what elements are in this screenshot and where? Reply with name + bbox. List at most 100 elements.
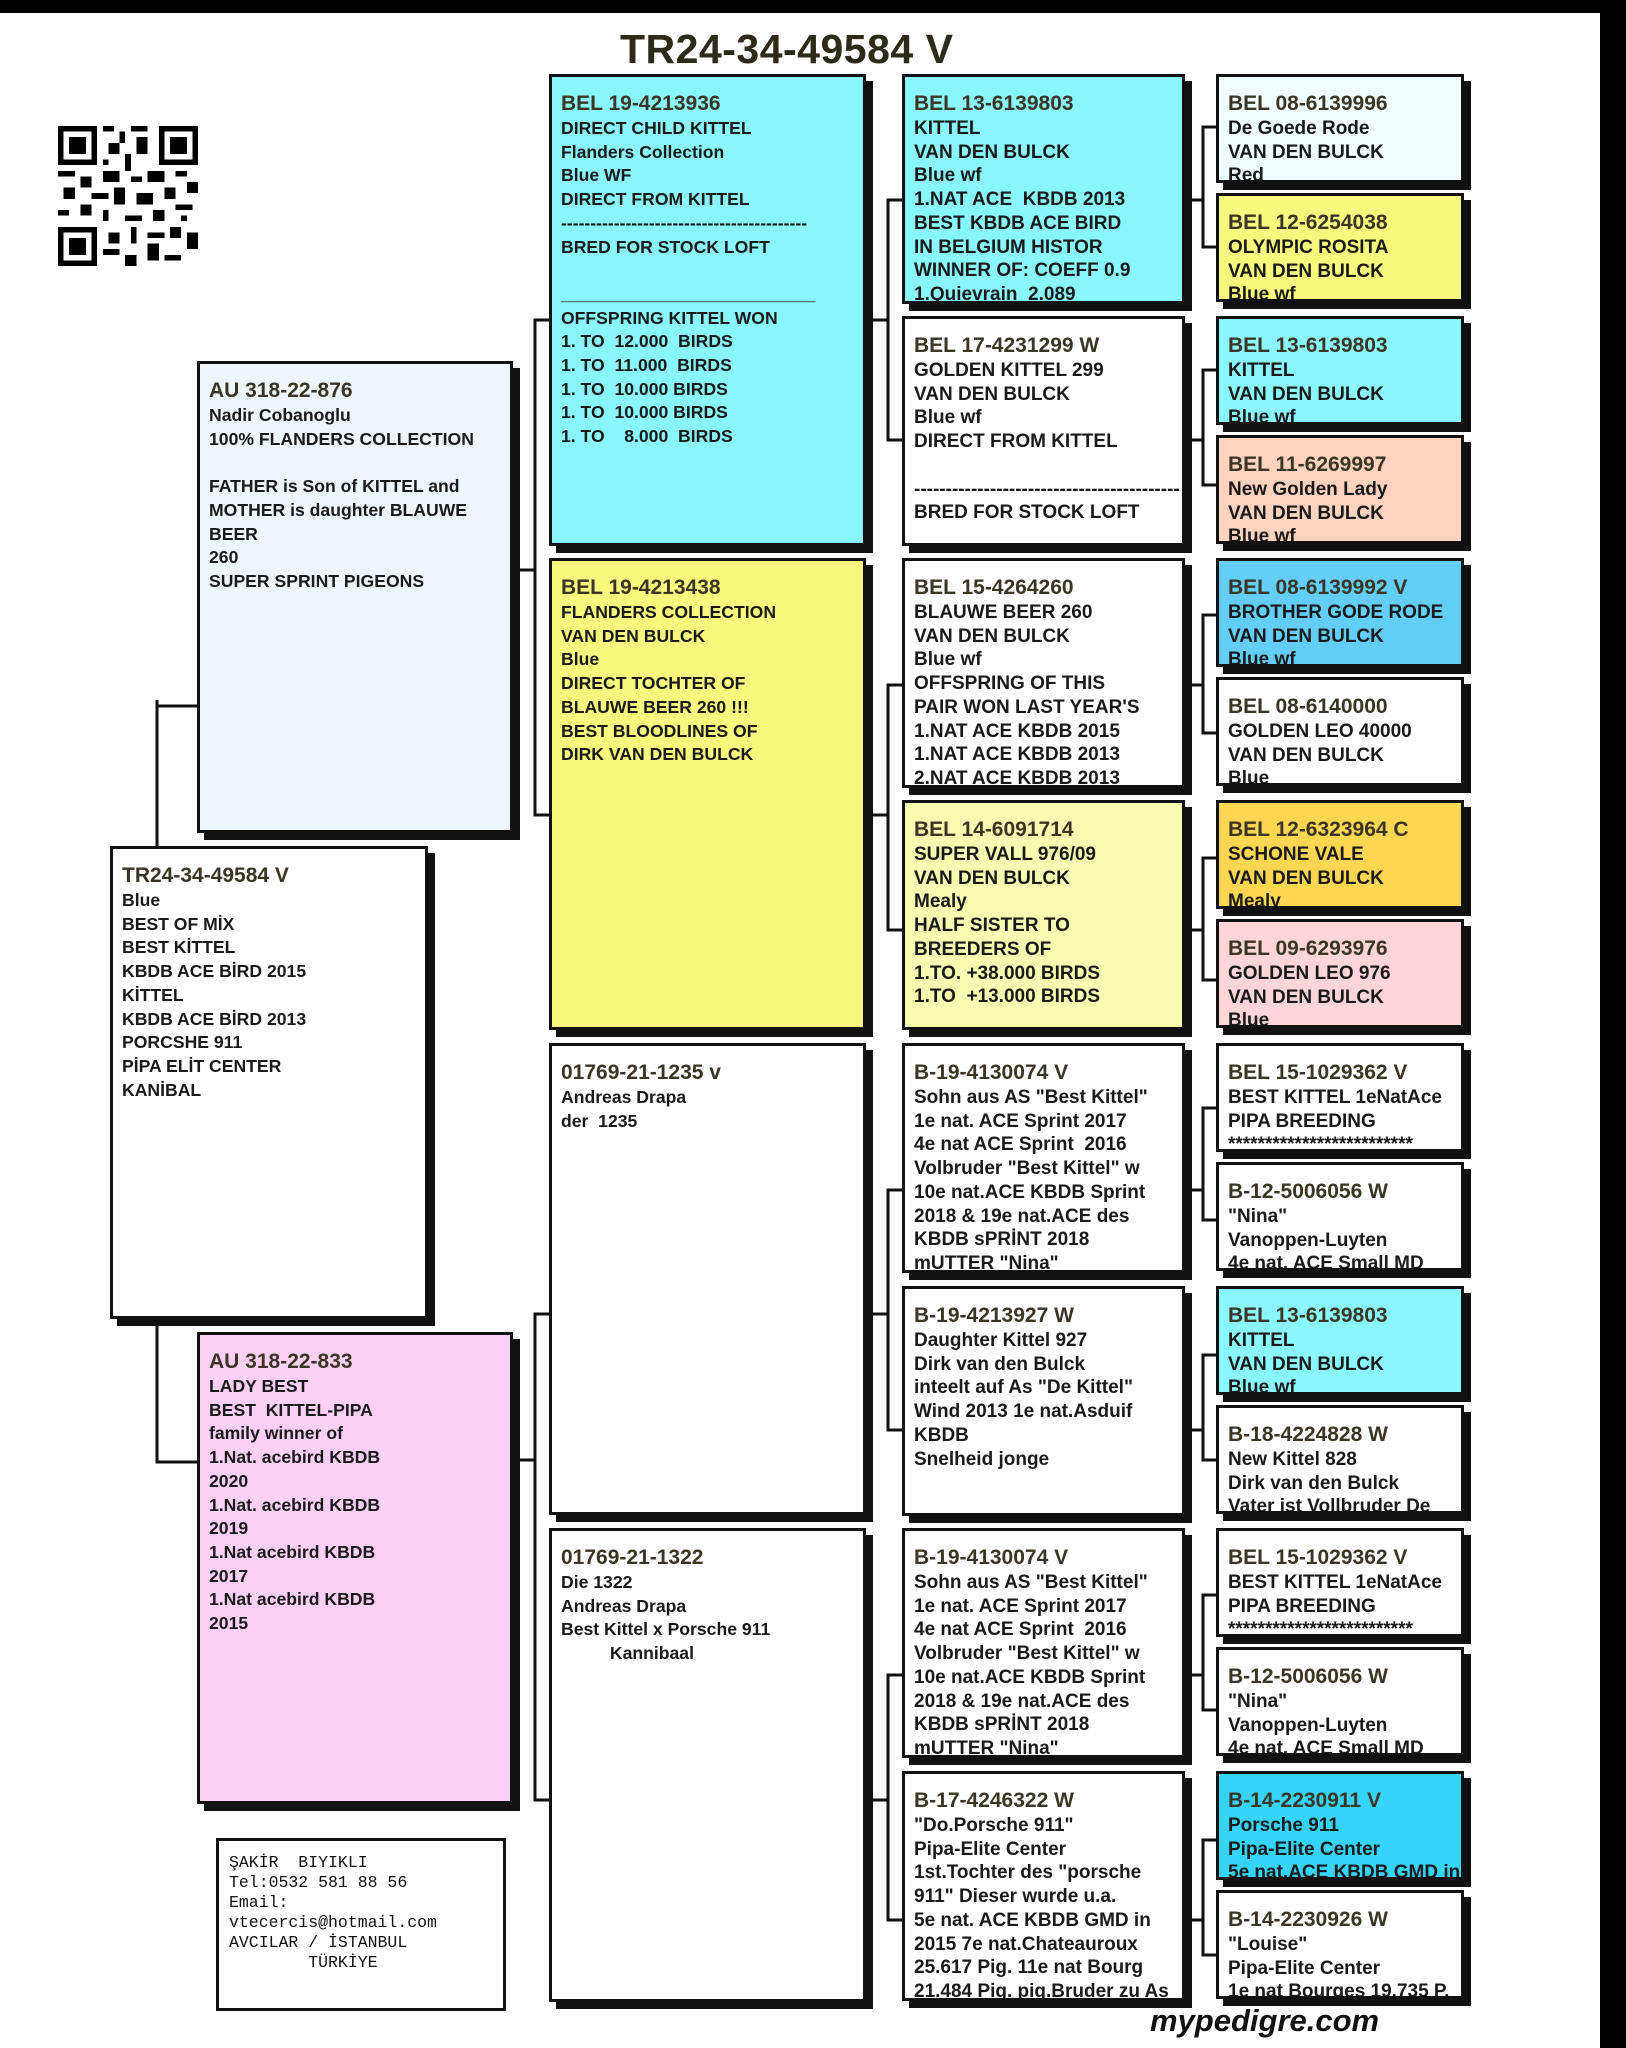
pedigree-line: DIRECT FROM KITTEL bbox=[914, 431, 1118, 453]
pedigree-line: VAN DEN BULCK bbox=[914, 141, 1070, 163]
pedigree-line: KİTTEL bbox=[122, 984, 184, 1005]
pedigree-line: 4e nat. ACE Small MD bbox=[1228, 1738, 1424, 1756]
pedigree-line: Mealy bbox=[914, 891, 967, 913]
pedigree-line: BEST KİTTEL bbox=[122, 937, 236, 958]
pedigree-line: BROTHER GODE RODE bbox=[1228, 602, 1444, 623]
pedigree-line: Dirk van den Bulck bbox=[1228, 1472, 1400, 1494]
pedigree-line: VAN DEN BULCK bbox=[561, 625, 706, 646]
pedigree-line: 1.Nat. acebird KBDB bbox=[209, 1494, 381, 1515]
ring-number: BEL 12-6254038 bbox=[1228, 211, 1388, 234]
pedigree-line: Vanoppen-Luyten bbox=[1228, 1714, 1388, 1736]
pedigree-line: BLAUWE BEER 260 !!! bbox=[561, 696, 749, 717]
contact-name: ŞAKİR BIYIKLI bbox=[229, 1853, 368, 1872]
pedigree-line: der 1235 bbox=[561, 1110, 638, 1131]
ring-number: TR24-34-49584 V bbox=[122, 864, 289, 887]
pedigree-line: 1. TO 8.000 BIRDS bbox=[561, 426, 733, 447]
pedigree-line: VAN DEN BULCK bbox=[1228, 986, 1384, 1008]
pedigree-line: PAIR WON LAST YEAR'S bbox=[914, 696, 1140, 718]
pedigree-line: IN BELGIUM HISTOR bbox=[914, 236, 1103, 258]
pedigree-line: New Golden Lady bbox=[1228, 479, 1388, 500]
pedigree-line: Volbruder "Best Kittel" w bbox=[914, 1158, 1140, 1180]
pedigree-line: OLYMPIC ROSITA bbox=[1228, 237, 1389, 258]
ring-number: B-17-4246322 W bbox=[914, 1789, 1074, 1812]
pedigree-line: ----------------------------------------… bbox=[914, 478, 1180, 500]
pedigree-line: DIRECT FROM KITTEL bbox=[561, 189, 750, 210]
pedigree-line: PORCSHE 911 bbox=[122, 1032, 243, 1053]
pedigree-line: 1.NAT ACE KBDB 2013 bbox=[914, 189, 1126, 211]
pedigree-line: 1.Nat. acebird KBDB bbox=[209, 1447, 381, 1468]
pedigree-line: 2.NAT ACE KBDB 2013 bbox=[914, 767, 1120, 788]
pedigree-line: DIRECT TOCHTER OF bbox=[561, 673, 746, 694]
pedigree-line: 2017 bbox=[209, 1565, 249, 1586]
pedigree-line: 2019 bbox=[209, 1518, 249, 1539]
pedigree-line: 1. TO 10.000 BIRDS bbox=[561, 402, 728, 423]
pedigree-line: OFFSPRING OF THIS bbox=[914, 673, 1106, 695]
pedigree-line: BREEDERS OF bbox=[914, 938, 1052, 960]
pedigree-line: BEER bbox=[209, 523, 258, 544]
pedigree-line bbox=[209, 451, 501, 475]
pedigree-line: WINNER OF: COEFF 0.9 bbox=[914, 260, 1131, 282]
pedigree-line: VAN DEN BULCK bbox=[1228, 1353, 1384, 1375]
pedigree-line: Blue bbox=[1228, 768, 1270, 786]
pedigree-line: "Nina" bbox=[1228, 1691, 1288, 1712]
ring-number: AU 318-22-876 bbox=[209, 379, 353, 402]
pedigree-line: 1.TO +13.000 BIRDS bbox=[914, 986, 1101, 1008]
qr-code-icon bbox=[58, 126, 198, 266]
pedigree-line: BEST BLOODLINES OF bbox=[561, 720, 758, 741]
pedigree-line: VAN DEN BULCK bbox=[1228, 625, 1384, 647]
pedigree-line: Kannibaal bbox=[561, 1643, 694, 1664]
ring-number: BEL 19-4213438 bbox=[561, 576, 721, 599]
pedigree-line: SUPER VALL 976/09 bbox=[914, 844, 1096, 865]
footer-brand: mypedigre.com bbox=[1150, 2003, 1380, 2038]
ring-number: BEL 11-6269997 bbox=[1228, 453, 1387, 476]
pedigree-line: Pipa-Elite Center bbox=[1228, 1957, 1381, 1979]
ring-number: 01769-21-1322 bbox=[561, 1546, 704, 1569]
ring-number: BEL 13-6139803 bbox=[914, 92, 1074, 115]
pedigree-line: VAN DEN BULCK bbox=[1228, 383, 1384, 405]
pedigree-line: Blue bbox=[122, 890, 161, 910]
pedigree-line: VAN DEN BULCK bbox=[1228, 260, 1384, 282]
pedigree-line: 4e nat. ACE Small MD bbox=[1228, 1253, 1424, 1271]
ring-number: BEL 13-6139803 bbox=[1228, 1304, 1388, 1327]
pedigree-line: VAN DEN BULCK bbox=[1228, 744, 1384, 766]
pedigree-line: SCHONE VALE bbox=[1228, 844, 1364, 865]
pedigree-line: BEST OF MİX bbox=[122, 913, 235, 934]
pedigree-line: BEST KITTEL-PIPA bbox=[209, 1399, 373, 1420]
pedigree-line: FATHER is Son of KITTEL and bbox=[209, 476, 460, 497]
pedigree-line: 2018 & 19e nat.ACE des bbox=[914, 1690, 1130, 1712]
pedigree-line: KITTEL bbox=[914, 118, 981, 139]
pedigree-line: 1.NAT ACE KBDB 2013 bbox=[914, 744, 1120, 766]
ring-number: B-19-4213927 W bbox=[914, 1304, 1074, 1327]
ring-number: BEL 15-4264260 bbox=[914, 576, 1074, 599]
pedigree-line: KITTEL bbox=[1228, 1330, 1295, 1351]
pedigree-line: Mealy bbox=[1228, 891, 1281, 909]
pedigree-line: New Kittel 828 bbox=[1228, 1449, 1357, 1470]
pedigree-line: PIPA BREEDING bbox=[1228, 1595, 1376, 1617]
pedigree-line: 2015 bbox=[209, 1613, 249, 1634]
pedigree-line: 1. TO 12.000 BIRDS bbox=[561, 331, 733, 352]
pedigree-line: VAN DEN BULCK bbox=[914, 867, 1070, 889]
pedigree-line: FLANDERS COLLECTION bbox=[561, 602, 777, 622]
pedigree-line: DIRECT CHILD KITTEL bbox=[561, 118, 752, 138]
pedigree-box-ddd: B-17-4246322 W"Do.Porsche 911"Pipa-Elite… bbox=[902, 1771, 1185, 2001]
pedigree-line: KBDB sPRİNT 2018 bbox=[914, 1714, 1090, 1736]
pedigree-line: Wind 2013 1e nat.Asduif bbox=[914, 1401, 1133, 1423]
pedigree-line: 5e nat.ACE KBDB GMD in bbox=[1228, 1862, 1461, 1880]
ring-number: B-12-5006056 W bbox=[1228, 1665, 1388, 1688]
pedigree-line: 2020 bbox=[209, 1470, 249, 1491]
pedigree-line: "Nina" bbox=[1228, 1206, 1288, 1227]
